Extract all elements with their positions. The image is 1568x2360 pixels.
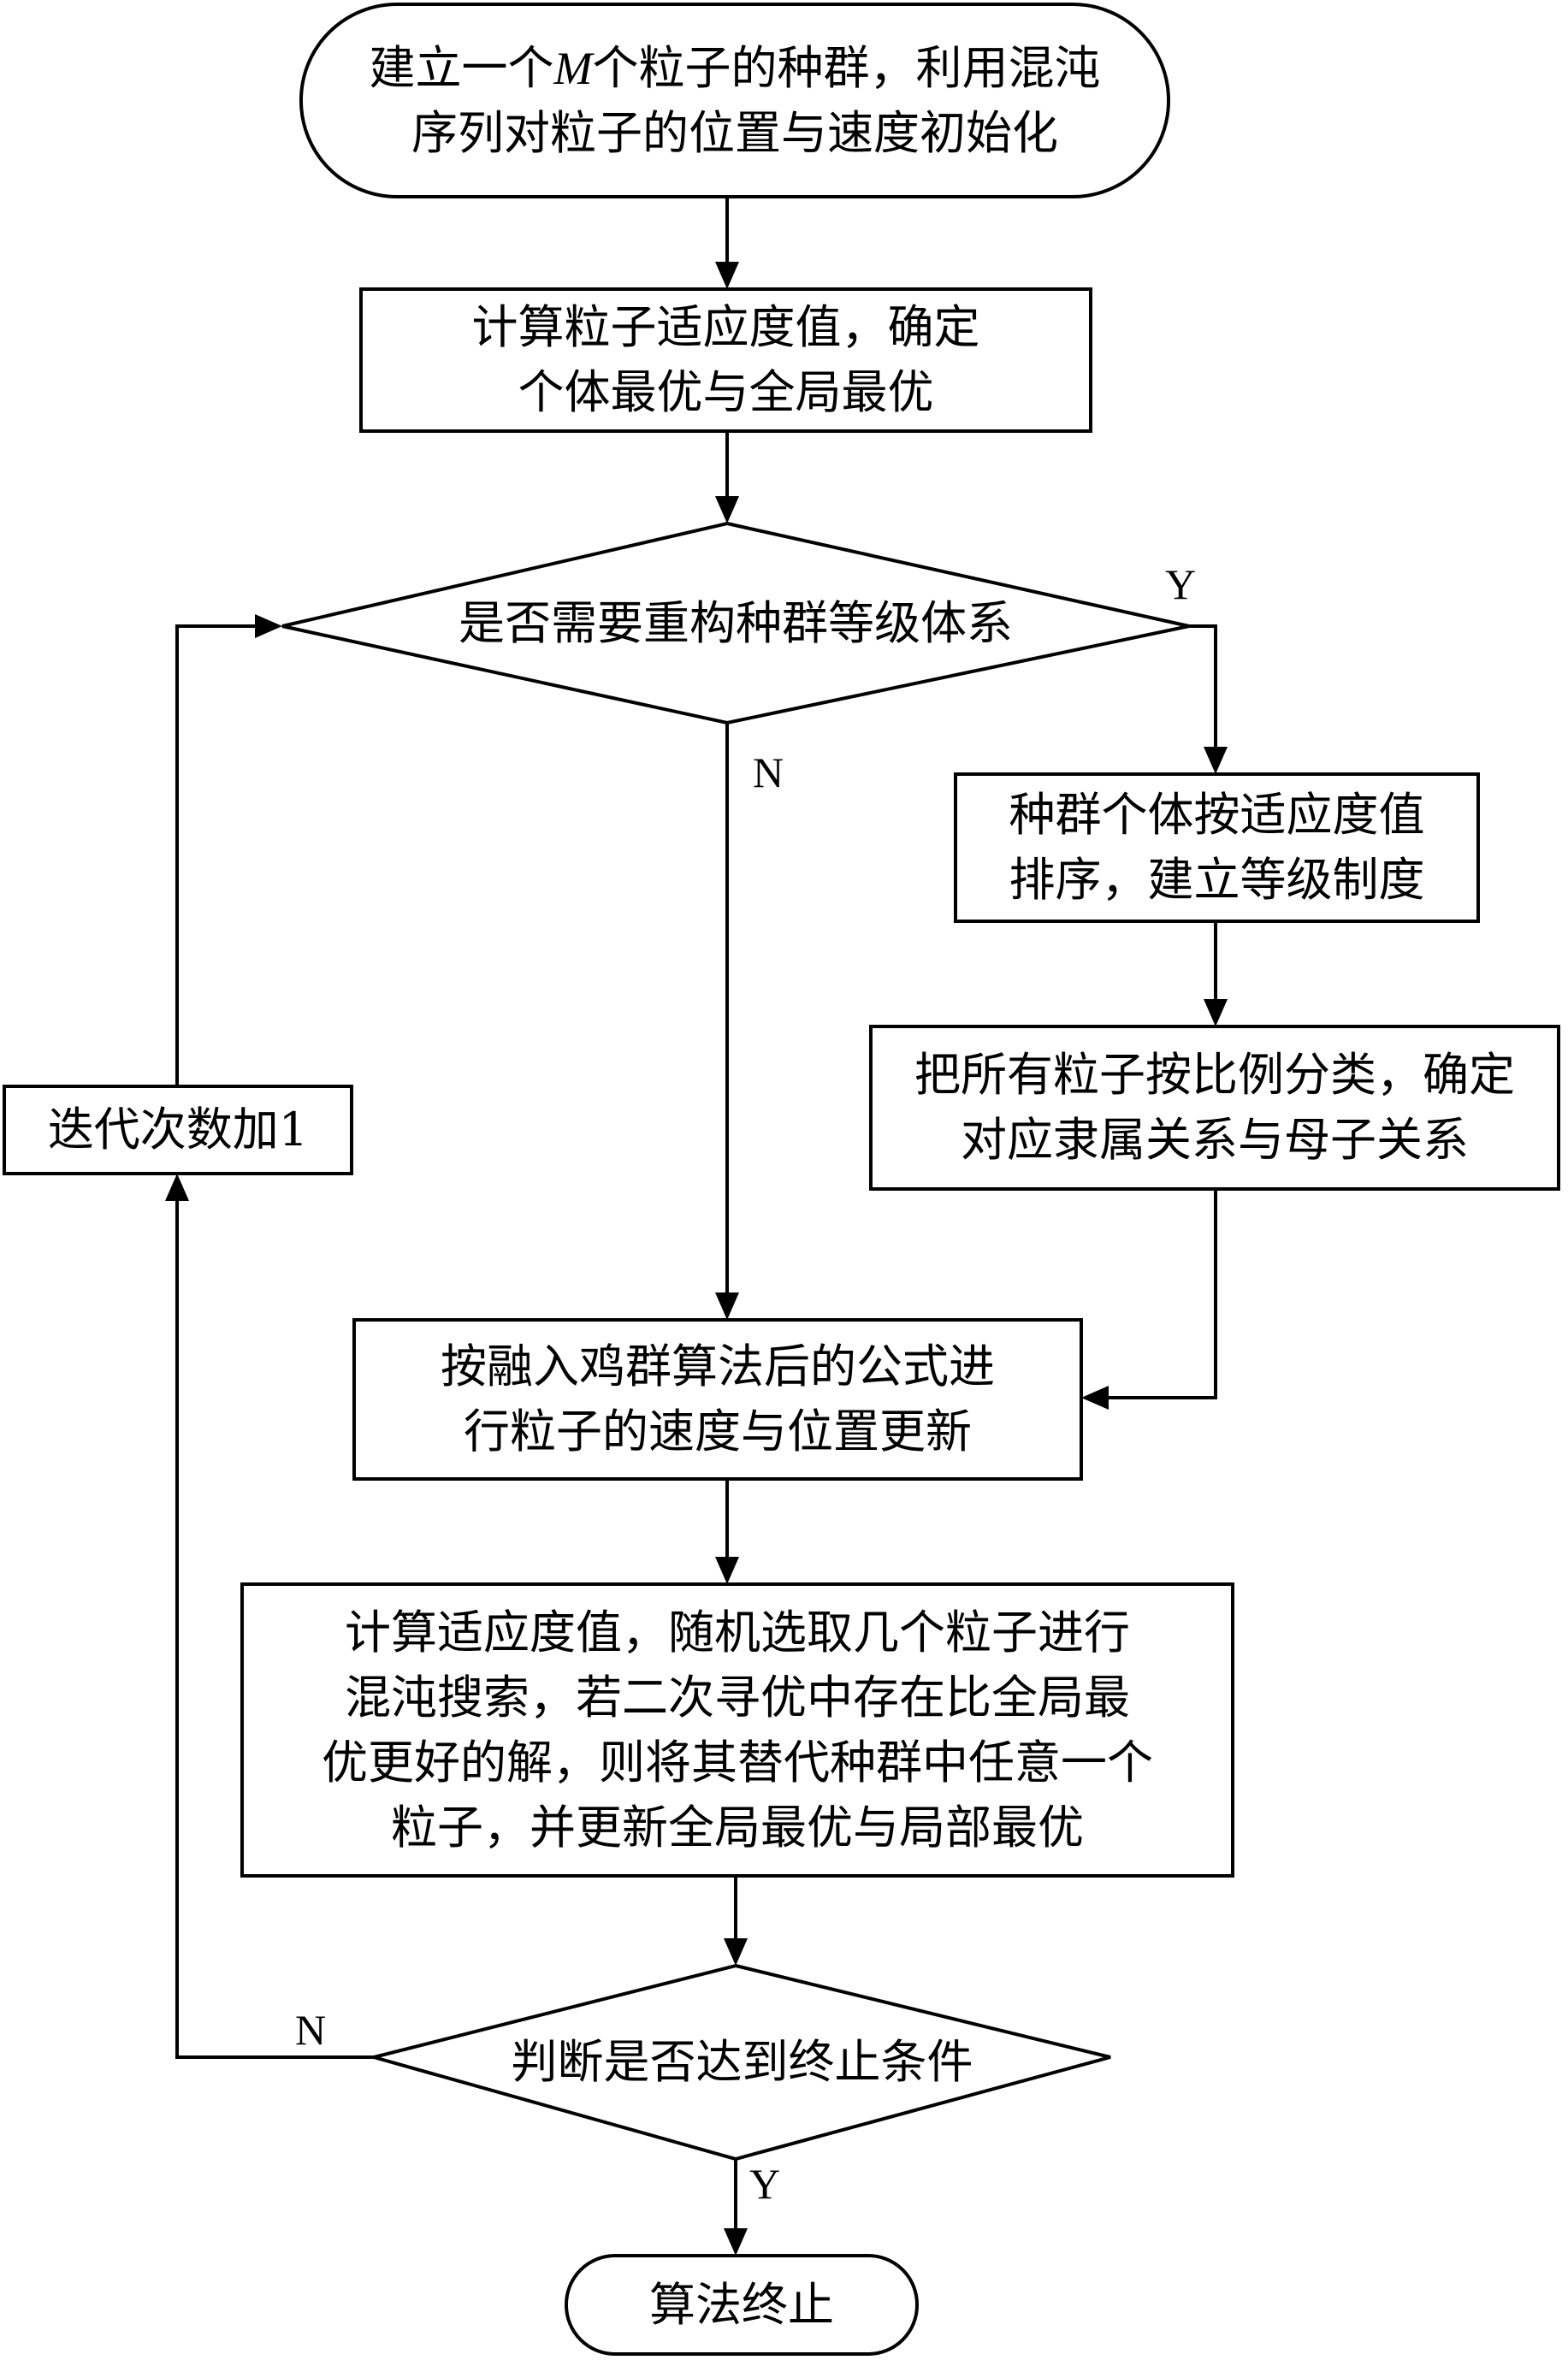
arrowhead-classify	[1204, 999, 1228, 1026]
end-terminator-shape	[565, 2254, 919, 2356]
sort-line-1: 种群个体按适应度值	[1009, 788, 1425, 842]
arrowhead-terminate	[724, 1938, 748, 1966]
start-line-1: 建立一个M个粒子的种群，利用混沌	[369, 40, 1101, 95]
classify-line-2: 对应隶属关系与母子关系	[961, 1113, 1469, 1167]
arrowhead-calc	[715, 262, 739, 289]
update-box	[352, 1318, 1083, 1481]
calc-fitness-text: 计算粒子适应度值，确定 个体最优与全局最优	[361, 289, 1091, 431]
update-line-1: 按融入鸡群算法后的公式进	[441, 1340, 995, 1393]
update-text: 按融入鸡群算法后的公式进 行粒子的速度与位置更新	[354, 1320, 1081, 1479]
iterate-text: 迭代次数加1	[4, 1086, 352, 1174]
chaos-search-line-1: 计算适应度值，随机选取几个粒子进行	[345, 1605, 1130, 1659]
arrowhead-update-top	[715, 1292, 739, 1320]
reconstruct-yes-label: Y	[1165, 560, 1197, 608]
chaos-search-text: 计算适应度值，随机选取几个粒子进行 混沌搜索，若二次寻优中存在比全局最 优更好的…	[242, 1584, 1233, 1876]
terminate-no-label: N	[295, 2006, 327, 2054]
calc-fitness-line-1: 计算粒子适应度值，确定	[471, 300, 980, 354]
reconstruct-decision-line-1: 是否需要重构种群等级体系	[459, 595, 1013, 650]
edge-decision-yes-to-sort	[1189, 624, 1217, 751]
iterate-line-1: 迭代次数加1	[47, 1103, 309, 1156]
edge-iterate-to-decision	[175, 624, 258, 1086]
update-line-2: 行粒子的速度与位置更新	[464, 1405, 972, 1458]
arrowhead-decision-top	[715, 496, 739, 523]
edge-classify-to-update	[1105, 1189, 1217, 1399]
start-node-text: 建立一个M个粒子的种群，利用混沌 序列对粒子的位置与速度初始化	[301, 4, 1169, 197]
chaos-search-line-3: 优更好的解，则将其替代种群中任意一个	[322, 1735, 1153, 1789]
end-line-1: 算法终止	[649, 2277, 834, 2332]
reconstruct-decision-text: 是否需要重构种群等级体系	[282, 523, 1189, 723]
start-terminator-shape	[299, 3, 1170, 198]
end-node-text: 算法终止	[566, 2256, 917, 2354]
sort-text: 种群个体按适应度值 排序，建立等级制度	[956, 774, 1478, 921]
classify-text: 把所有粒子按比例分类，确定 对应隶属关系与母子关系	[871, 1026, 1559, 1189]
arrowhead-chaos	[715, 1557, 739, 1584]
reconstruct-no-label: N	[753, 748, 784, 796]
terminate-decision-line-1: 判断是否达到终止条件	[511, 2035, 973, 2089]
terminate-decision-text: 判断是否达到终止条件	[374, 1966, 1110, 2159]
sort-line-2: 排序，建立等级制度	[1009, 853, 1425, 907]
chaos-search-line-4: 粒子，并更新全局最优与局部最优	[391, 1800, 1084, 1854]
arrowhead-decision-left	[255, 614, 282, 638]
edge-terminate-no-to-iterate	[175, 1198, 374, 2059]
terminate-yes-label: Y	[749, 2160, 781, 2208]
calc-fitness-line-2: 个体最优与全局最优	[518, 365, 934, 419]
arrowhead-update-right	[1081, 1386, 1109, 1410]
start-line-2: 序列对粒子的位置与速度初始化	[411, 105, 1058, 160]
classify-line-1: 把所有粒子按比例分类，确定	[914, 1048, 1515, 1102]
arrowhead-end	[724, 2228, 748, 2256]
arrowhead-sort	[1204, 747, 1228, 774]
chaos-search-line-2: 混沌搜索，若二次寻优中存在比全局最	[345, 1670, 1130, 1724]
arrowhead-iterate	[165, 1174, 189, 1201]
